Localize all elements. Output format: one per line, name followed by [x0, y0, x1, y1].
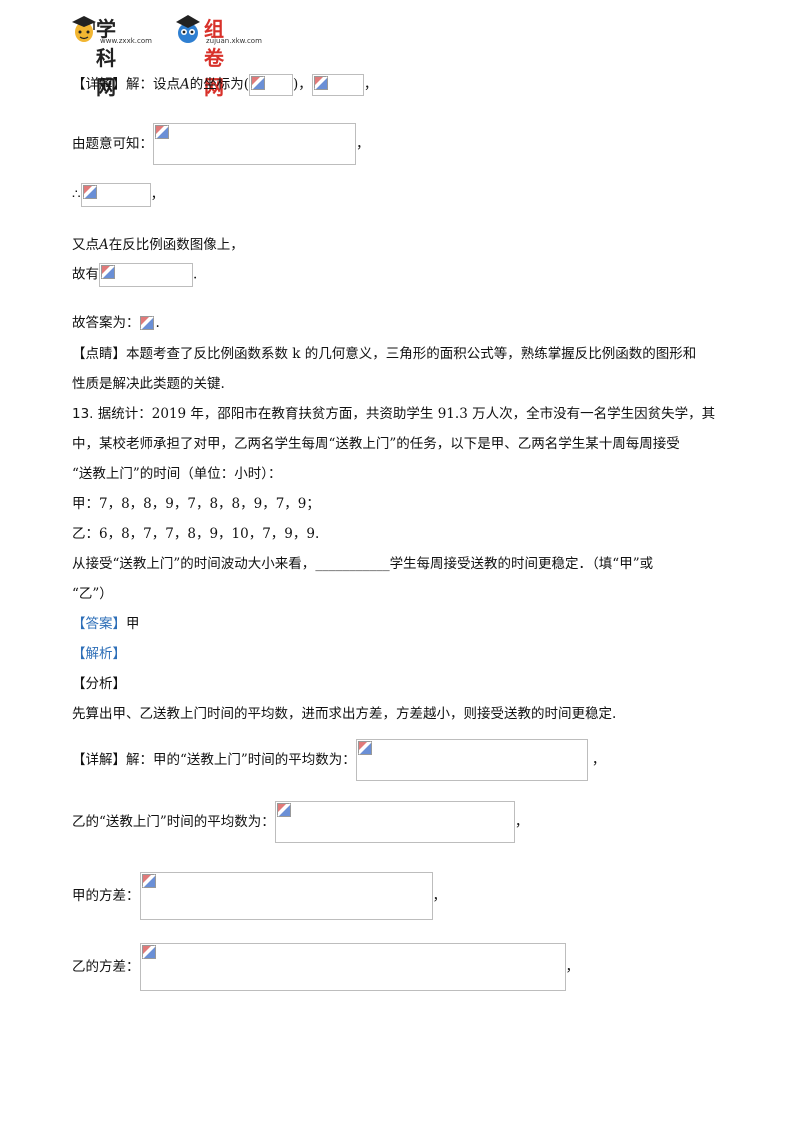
formula-image [274, 801, 515, 843]
question-13-line-3: “送教上门”的时间（单位：小时）： [72, 466, 282, 482]
formula-image [153, 123, 356, 165]
remark-line-2: 性质是解决此类题的关键. [72, 376, 225, 392]
xueke-logo-text: 学科网 [96, 17, 116, 99]
formula-image [249, 74, 294, 96]
question-13-line-1: 13. 据统计：2019 年，邵阳市在教育扶贫方面，共资助学生 91.3 万人次… [72, 406, 716, 422]
detail-line-5: 故有. [72, 263, 197, 287]
detail-yi-mean: 乙的“送教上门”时间的平均数为：， [72, 801, 528, 843]
answer-blank: ___________ [315, 556, 390, 572]
formula-image [80, 183, 151, 207]
question-13-line-2: 中，某校老师承担了对甲，乙两名学生每周“送教上门”的任务，以下是甲、乙两名学生某… [72, 436, 680, 452]
xueke-logo-icon [72, 16, 96, 42]
broken-image-icon [141, 874, 156, 888]
broken-image-icon [155, 125, 169, 139]
fenxi-text: 先算出甲、乙送教上门时间的平均数，进而求出方差，方差越小，则接受送教的时间更稳定… [72, 706, 617, 722]
fenxi-label: 【分析】 [72, 676, 126, 692]
formula-image [139, 872, 433, 920]
analysis-label: 【解析】 [72, 646, 126, 662]
broken-image-icon [101, 265, 115, 279]
broken-image-icon [251, 76, 266, 90]
data-yi: 乙：6，8，7，7，8，9，10，7，9，9. [72, 526, 320, 542]
formula-image [311, 74, 364, 96]
question-13-line-5: “乙”） [72, 586, 113, 602]
formula-image [139, 943, 566, 991]
data-jia: 甲：7，8，8，9，7，8，8，9，7，9； [72, 496, 320, 512]
detail-yi-variance: 乙的方差：， [72, 943, 579, 991]
broken-image-icon [139, 315, 154, 330]
broken-image-icon [141, 945, 156, 959]
detail-line-4: 又点A在反比例函数图像上， [72, 237, 244, 253]
xueke-logo-url: www.zxxk.com [100, 37, 152, 45]
detail-jia-mean: 【详解】解：甲的“送教上门”时间的平均数为：， [72, 739, 605, 781]
answer-line: 故答案为：. [72, 315, 160, 332]
broken-image-icon [313, 76, 328, 90]
question-13-line-4: 从接受“送教上门”的时间波动大小来看，___________学生每周接受送教的时… [72, 556, 654, 572]
remark-line-1: 【点睛】本题考查了反比例函数系数 k 的几何意义，三角形的面积公式等，熟练掌握反… [72, 346, 697, 362]
broken-image-icon [357, 741, 372, 755]
detail-jia-variance: 甲的方差：， [72, 872, 446, 920]
detail-line-1: 【详解】解：设点A的坐标为()，， [72, 74, 377, 96]
zujuan-logo-text: 组卷网 [204, 17, 224, 99]
formula-image [139, 315, 156, 332]
formula-image [99, 263, 193, 287]
zujuan-logo-icon [176, 15, 200, 43]
detail-line-3: ∴， [72, 183, 164, 207]
answer-row: 【答案】甲 [72, 616, 140, 632]
broken-image-icon [82, 185, 97, 199]
zujuan-logo-url: zujuan.xkw.com [206, 37, 262, 45]
detail-line-2: 由题意可知：， [72, 123, 370, 165]
formula-image [355, 739, 588, 781]
broken-image-icon [276, 803, 291, 817]
